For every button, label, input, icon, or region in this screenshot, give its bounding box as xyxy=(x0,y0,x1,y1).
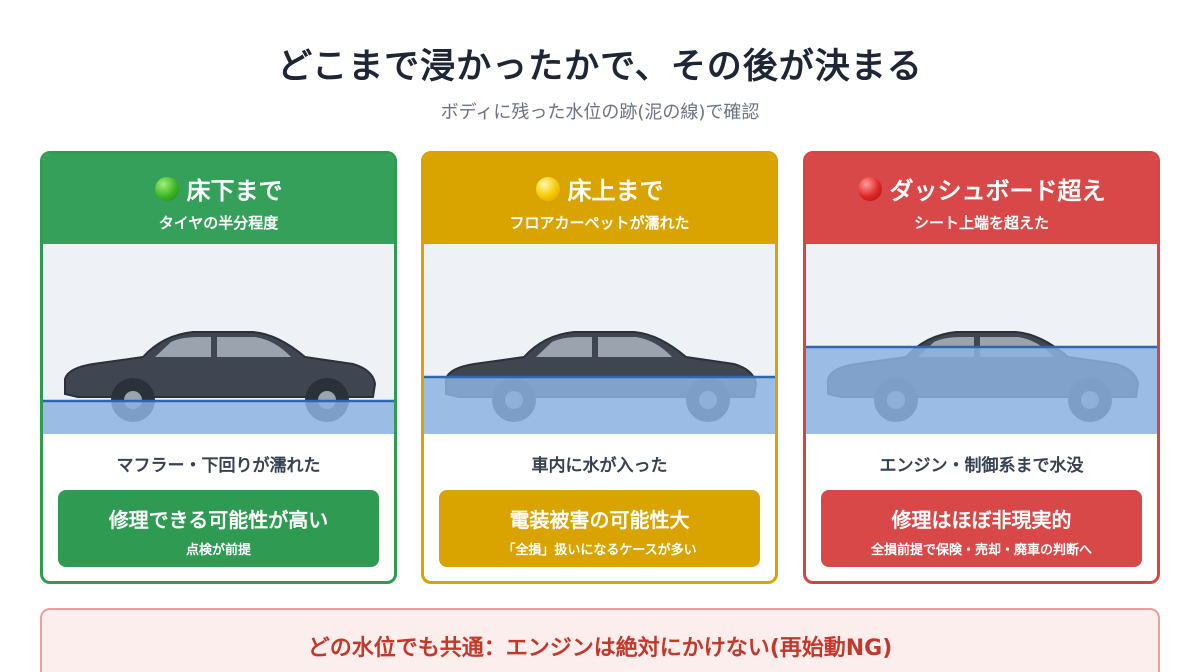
verdict-box: 修理はほぼ非現実的 全損前提で保険・売却・廃車の判断へ xyxy=(821,490,1142,567)
card-subtitle: シート上端を超えた xyxy=(913,214,1049,232)
page-title: どこまで浸かったかで、その後が決まる xyxy=(277,47,923,87)
card-subtitle: フロアカーペットが濡れた xyxy=(509,214,690,232)
card-above-floor: 床上まで フロアカーペットが濡れた 車内に水が入った 電装被害の可能性大 「全損… xyxy=(421,151,778,584)
red-circle-icon xyxy=(857,176,882,201)
card-over-dashboard: ダッシュボード超え シート上端を超えた エンジン・制御系まで水没 修理はほぼ非現… xyxy=(803,151,1160,584)
card-description: マフラー・下回りが濡れた xyxy=(116,456,321,476)
common-warning-banner: どの水位でも共通：エンジンは絶対にかけない(再始動NG) xyxy=(40,608,1160,672)
verdict-note: 全損前提で保険・売却・廃車の判断へ xyxy=(870,543,1092,558)
card-below-floor: 床下まで タイヤの半分程度 マフラー・下回りが濡れた 修理できる可能性が高い 点… xyxy=(40,151,397,584)
verdict-title: 修理はほぼ非現実的 xyxy=(891,508,1072,532)
card-description: 車内に水が入った xyxy=(531,456,668,476)
card-subtitle: タイヤの半分程度 xyxy=(158,214,279,232)
page-subtitle: ボディに残った水位の跡(泥の線)で確認 xyxy=(440,102,760,123)
verdict-title: 修理できる可能性が高い xyxy=(108,508,329,532)
warning-text: どの水位でも共通：エンジンは絶対にかけない(再始動NG) xyxy=(307,636,893,661)
card-title: 床下まで xyxy=(186,177,283,205)
card-header: ダッシュボード超え シート上端を超えた xyxy=(806,154,1157,244)
water-area xyxy=(806,347,1157,434)
yellow-circle-icon xyxy=(535,176,560,201)
card-header: 床下まで タイヤの半分程度 xyxy=(43,154,394,244)
verdict-box: 修理できる可能性が高い 点検が前提 xyxy=(58,490,379,567)
card-title: 床上まで xyxy=(567,177,664,205)
verdict-title: 電装被害の可能性大 xyxy=(509,508,690,532)
green-circle-icon xyxy=(154,176,179,201)
car-water-level-illustration xyxy=(806,244,1157,434)
card-header: 床上まで フロアカーペットが濡れた xyxy=(424,154,775,244)
card-description: エンジン・制御系まで水没 xyxy=(879,456,1084,476)
water-area xyxy=(424,377,775,434)
card-title: ダッシュボード超え xyxy=(889,177,1106,205)
verdict-box: 電装被害の可能性大 「全損」扱いになるケースが多い xyxy=(439,490,760,567)
car-water-level-illustration xyxy=(424,244,775,434)
verdict-note: 「全損」扱いになるケースが多い xyxy=(502,543,697,558)
car-water-level-illustration xyxy=(43,244,394,434)
verdict-note: 点検が前提 xyxy=(185,543,251,558)
water-area xyxy=(43,401,394,434)
